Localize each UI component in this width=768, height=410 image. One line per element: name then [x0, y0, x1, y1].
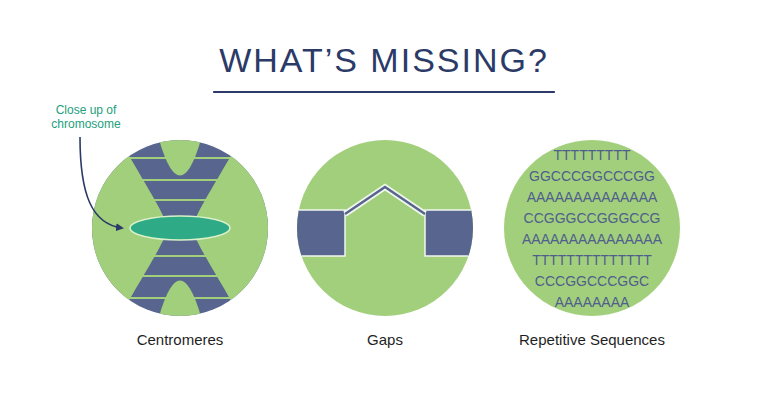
circle-label: Gaps [265, 330, 505, 350]
callout-text: Close up of chromosome [44, 103, 128, 131]
circle-node: Gaps [265, 140, 505, 370]
circle-label: Repetitive Sequences [472, 330, 712, 350]
circle-label: Centromeres [60, 330, 300, 350]
chromosome-figure [88, 136, 272, 320]
circle-node: Centromeres [60, 140, 300, 370]
sequence-row: CCCGGCCCGGC [472, 272, 712, 290]
title: WHAT’S MISSING? [0, 40, 768, 80]
sequence-row: TTTTTTTTT [472, 146, 712, 164]
sequence-row: AAAAAAAA [472, 293, 712, 311]
sequence-row: CCGGGCCGGGCCG [472, 209, 712, 227]
sequence-circle [504, 140, 680, 316]
sequence-row: AAAAAAAAAAAAAAA [472, 230, 712, 248]
sequence-row: GGCCCGGCCCGG [472, 167, 712, 185]
callout-arrow [80, 137, 122, 228]
sequence-row: AAAAAAAAAAAAAA [472, 188, 712, 206]
sequence-row: TTTTTTTTTTTTTT [472, 251, 712, 269]
title-underline [213, 91, 555, 93]
circle-node: TTTTTTTTT GGCCCGGCCCGG AAAAAAAAAAAAAA CCGGG… [472, 140, 712, 370]
gap-figure [290, 187, 480, 256]
centromere-ellipse [130, 216, 230, 240]
